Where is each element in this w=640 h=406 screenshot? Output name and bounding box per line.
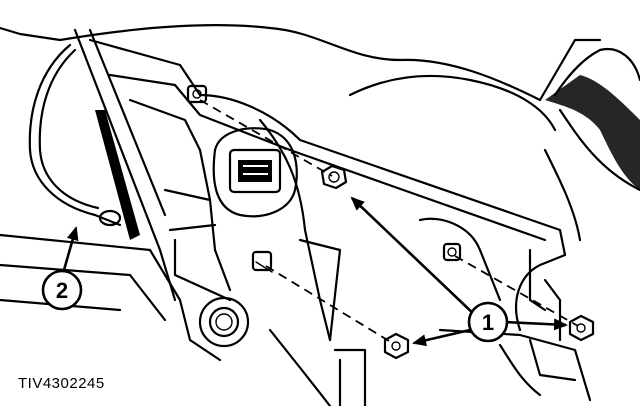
upper-stud [186, 84, 208, 104]
grommet [198, 296, 250, 348]
nut-right [568, 314, 595, 342]
middle-stud [251, 250, 273, 273]
left-rail [73, 28, 177, 302]
nuts [320, 164, 595, 360]
nut-upper [320, 164, 348, 190]
callout-1: 1 [467, 301, 509, 343]
studs [186, 84, 462, 273]
callout-2: 2 [41, 269, 83, 311]
figure-id-label: TIV4302245 [18, 375, 105, 392]
callout-1-leaders [350, 196, 568, 347]
fastener-paths [199, 99, 579, 345]
connector [212, 127, 298, 218]
callout-2-leader [62, 226, 79, 271]
right-stud [442, 242, 462, 262]
cable-loop [28, 43, 122, 227]
callout-1-label: 1 [482, 310, 494, 335]
callout-2-label: 2 [56, 278, 68, 303]
bracket-plate [88, 38, 567, 342]
nut-lower [383, 332, 410, 360]
body-panel [0, 23, 640, 242]
